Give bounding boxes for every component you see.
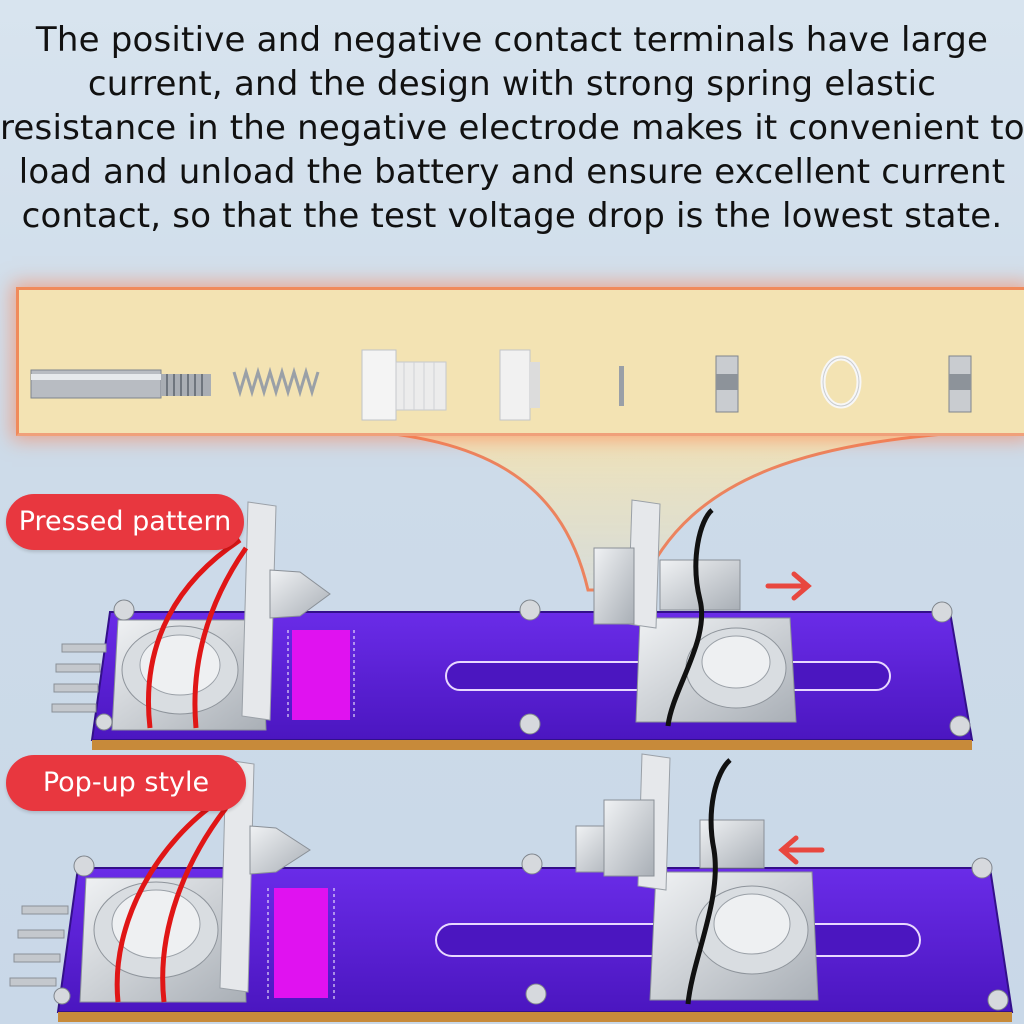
arrow-left-icon	[778, 835, 825, 865]
pressed-pattern-label: Pressed pattern	[6, 494, 244, 550]
headline-line-2: current, and the design with strong spri…	[87, 64, 937, 104]
spring-icon	[232, 366, 320, 398]
white-nut-icon	[499, 349, 540, 421]
hex-nut-icon	[948, 355, 972, 413]
threaded-rod-icon	[30, 369, 211, 399]
arrow-right-icon	[765, 571, 812, 601]
popup-style-label: Pop-up style	[6, 755, 246, 811]
pressed-fixture	[51, 499, 974, 750]
headline-line-4: load and unload the battery and ensure e…	[18, 152, 1006, 192]
hex-nut-icon	[715, 355, 739, 413]
popup-fixture	[9, 753, 1014, 1022]
headline-line-1: The positive and negative contact termin…	[35, 20, 989, 60]
parts-illustration	[30, 349, 972, 421]
flange-bushing-icon	[361, 349, 447, 421]
split-ring-icon	[820, 355, 862, 409]
headline-text: The positive and negative contact termin…	[0, 18, 1024, 238]
headline-line-5: contact, so that the test voltage drop i…	[21, 196, 1003, 236]
washer-icon	[619, 366, 624, 406]
parts-panel	[16, 287, 1024, 436]
headline-line-3: resistance in the negative electrode mak…	[0, 108, 1024, 148]
